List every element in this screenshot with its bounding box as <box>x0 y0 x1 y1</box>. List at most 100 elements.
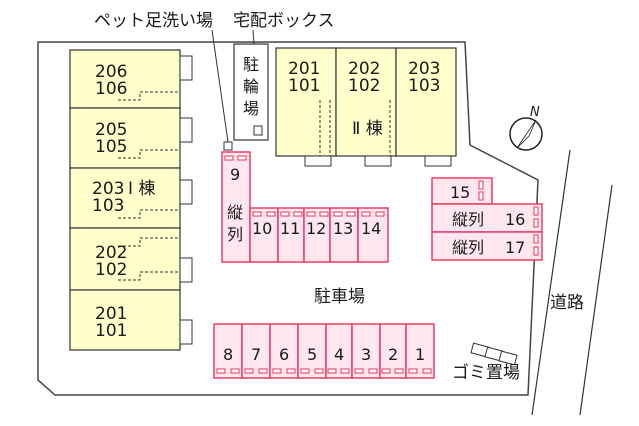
partition <box>118 209 180 219</box>
wheel-stop <box>306 211 316 217</box>
wheel-stop <box>533 206 539 216</box>
parking-number-6: 6 <box>279 345 289 364</box>
pet-wash-pointer <box>211 29 229 143</box>
tandem-label-16: 縦列 <box>452 210 484 229</box>
bicycle-parking-area <box>233 43 269 141</box>
balcony <box>179 117 193 143</box>
parking-lot-label: 駐車場 <box>314 287 365 307</box>
parking-number-11: 11 <box>280 219 300 238</box>
balcony <box>364 155 392 167</box>
parking-number-14: 14 <box>361 219 381 238</box>
wheel-stop <box>293 211 303 217</box>
parking-number-8: 8 <box>223 345 233 364</box>
parking-space-12 <box>303 207 331 263</box>
unit-lower: 103 <box>92 196 124 216</box>
parking-middle-row: 10 11 12 13 14 <box>249 207 389 263</box>
wheel-stop <box>375 211 385 217</box>
parking-number-1: 1 <box>415 345 425 364</box>
partition <box>118 149 180 159</box>
wheel-stop <box>300 368 310 374</box>
wheel-stop <box>533 234 539 244</box>
parking-right-group: 15 縦列 16 縦列 17 <box>431 177 543 261</box>
parking-number-4: 4 <box>334 345 344 364</box>
wheel-stop <box>319 211 329 217</box>
wheel-stop <box>230 368 240 374</box>
unit-upper: 201 <box>95 304 127 324</box>
wheel-stop <box>381 368 391 374</box>
unit-block-1 <box>69 49 181 109</box>
parking-number-9: 9 <box>230 165 240 184</box>
compass-needle-tail <box>516 119 537 149</box>
parking-left-column: 9 縦 列 <box>221 151 251 263</box>
bicycle-label-1: 駐 <box>243 55 259 74</box>
partition <box>118 237 180 247</box>
road-label: 道路 <box>550 293 584 313</box>
unit-lower: 102 <box>348 76 380 96</box>
parking-space-13 <box>329 207 359 263</box>
unit-upper: 201 <box>288 59 320 79</box>
building-2-label: Ⅱ 棟 <box>352 119 383 139</box>
wheel-stop <box>346 211 356 217</box>
unit-block-5 <box>69 289 181 351</box>
balcony <box>179 55 193 81</box>
garbage-bin <box>498 350 518 366</box>
wheel-stop <box>327 368 337 374</box>
parking-space-11 <box>277 207 305 263</box>
unit-lower: 105 <box>95 137 127 157</box>
wheel-stop <box>361 211 371 217</box>
wheel-stop <box>224 155 234 161</box>
unit-upper: 203 <box>408 59 440 79</box>
partition <box>118 271 180 281</box>
wheel-stop <box>354 368 364 374</box>
compass-ring <box>509 117 543 151</box>
balcony <box>179 319 193 345</box>
parking-number-17: 17 <box>505 238 525 257</box>
wheel-stop <box>272 368 282 374</box>
wheel-stop <box>286 368 296 374</box>
wheel-stop <box>258 368 268 374</box>
unit-block-3 <box>69 167 181 229</box>
parking-number-16: 16 <box>505 210 525 229</box>
road-line-right <box>579 184 613 416</box>
wheel-stop <box>333 211 343 217</box>
building-1-label: Ⅰ 棟 <box>128 179 155 199</box>
tandem-vertical-2: 列 <box>227 225 243 244</box>
wheel-stop <box>478 191 484 201</box>
parking-space-17 <box>431 231 543 261</box>
parking-space-14 <box>357 207 389 263</box>
balcony <box>179 257 193 283</box>
unit-upper: 206 <box>95 62 127 82</box>
balcony <box>179 179 193 205</box>
unit-block-b <box>335 47 397 157</box>
unit-upper: 205 <box>95 120 127 140</box>
wheel-stop <box>422 368 432 374</box>
parking-space-9 <box>221 151 251 263</box>
unit-upper: 202 <box>95 243 127 263</box>
unit-lower: 102 <box>95 260 127 280</box>
balcony <box>424 155 452 167</box>
wheel-stop <box>244 368 254 374</box>
garbage-label: ゴミ置場 <box>452 362 520 383</box>
delivery-box-marker <box>253 125 263 136</box>
unit-lower: 103 <box>408 76 440 96</box>
north-label: N <box>530 105 540 120</box>
unit-upper: 202 <box>348 59 380 79</box>
parking-number-5: 5 <box>307 345 317 364</box>
balcony <box>304 155 332 167</box>
building-2: 201 101 202 102 203 103 Ⅱ 棟 <box>275 47 457 167</box>
unit-lower: 101 <box>288 76 320 96</box>
delivery-box-label: 宅配ボックス <box>233 11 335 31</box>
bicycle-parking: 駐 輪 場 <box>233 43 269 141</box>
parking-bottom-row: 8 7 6 5 4 3 2 1 <box>213 323 435 379</box>
unit-upper: 203 <box>92 179 124 199</box>
wheel-stop <box>408 368 418 374</box>
wheel-stop <box>394 368 404 374</box>
parking-number-3: 3 <box>361 345 371 364</box>
wheel-stop <box>216 368 226 374</box>
parking-number-2: 2 <box>388 345 398 364</box>
wheel-stop <box>533 218 539 228</box>
garbage-area: ゴミ置場 <box>452 342 520 383</box>
partition <box>118 91 180 101</box>
building-1: 206 106 205 105 203 103 Ⅰ 棟 202 102 201 … <box>69 49 193 351</box>
